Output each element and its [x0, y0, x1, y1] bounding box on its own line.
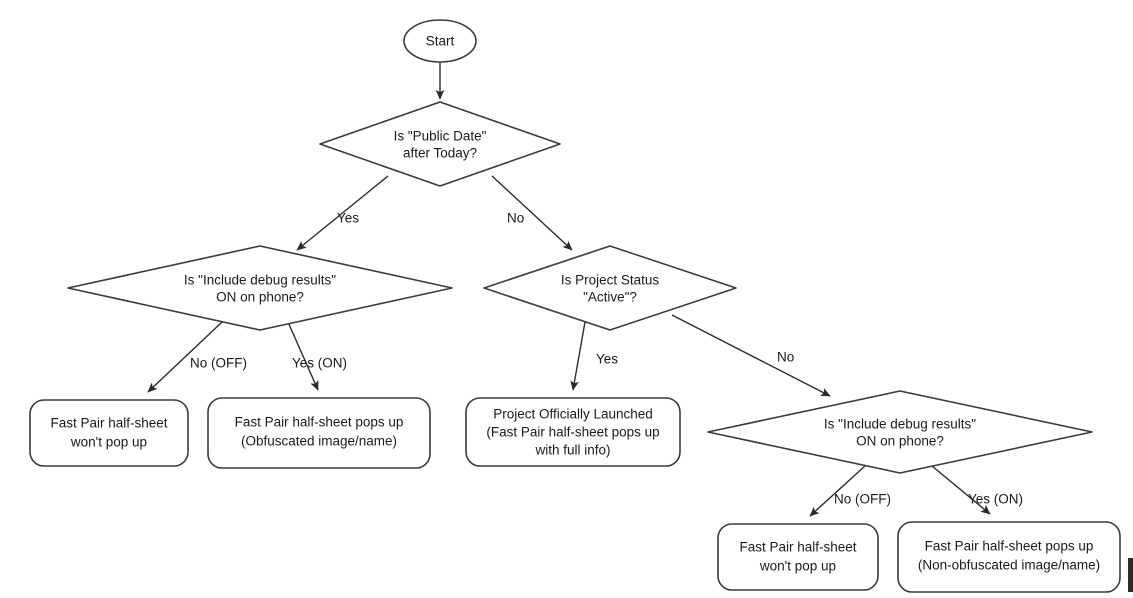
decision-project-status-line1: Is Project Status — [561, 273, 660, 288]
decision-public-date-diamond — [319, 101, 561, 187]
start-label: Start — [426, 34, 455, 49]
outcome-obfuscated-box — [207, 397, 431, 469]
outcome-launched-box — [465, 397, 681, 467]
edge-d3-to-b3 — [570, 321, 586, 391]
decision-debug-right-diamond — [707, 390, 1093, 474]
edge-d4-to-b5 — [931, 465, 991, 515]
outcome-non-obfuscated-line2: (Non-obfuscated image/name) — [918, 558, 1100, 573]
outcome-non-obfuscated-box — [897, 521, 1121, 593]
decision-debug-right-line1: Is "Include debug results" — [824, 417, 976, 432]
node-outcome-no-popup-left[interactable]: Fast Pair half-sheet won't pop up — [29, 399, 189, 467]
node-start[interactable]: Start — [403, 19, 477, 63]
edge-label-d2-to-b1: No (OFF) — [190, 356, 247, 371]
outcome-no-popup-left-line1: Fast Pair half-sheet — [50, 416, 167, 431]
outcome-launched-line3: with full info) — [534, 443, 610, 458]
start-ellipse — [403, 19, 477, 63]
node-decision-public-date[interactable]: Is "Public Date" after Today? — [319, 101, 561, 187]
decision-debug-right-line2: ON on phone? — [856, 434, 944, 449]
edges-layer — [147, 62, 991, 517]
decision-debug-left-line2: ON on phone? — [216, 290, 304, 305]
edge-label-d3-to-b3: Yes — [596, 352, 618, 367]
decision-debug-left-line1: Is "Include debug results" — [184, 273, 336, 288]
node-outcome-no-popup-right[interactable]: Fast Pair half-sheet won't pop up — [717, 523, 879, 591]
edge-d2-to-b2 — [287, 321, 319, 391]
outcome-launched-line2: (Fast Pair half-sheet pops up — [486, 425, 659, 440]
node-decision-debug-right[interactable]: Is "Include debug results" ON on phone? — [707, 390, 1093, 474]
decision-public-date-line1: Is "Public Date" — [394, 129, 487, 144]
node-outcome-launched[interactable]: Project Officially Launched (Fast Pair h… — [465, 397, 681, 467]
edge-label-d1-to-d3: No — [507, 211, 524, 226]
decision-public-date-line2: after Today? — [403, 146, 477, 161]
edge-d2-to-b1 — [147, 321, 223, 393]
outcome-no-popup-left-line2: won't pop up — [70, 435, 147, 450]
edge-label-d2-to-b2: Yes (ON) — [292, 356, 347, 371]
decision-project-status-diamond — [483, 245, 737, 331]
outcome-launched-line1: Project Officially Launched — [493, 407, 653, 422]
edge-label-d1-to-d2: Yes — [337, 211, 359, 226]
node-decision-project-status[interactable]: Is Project Status "Active"? — [483, 245, 737, 331]
edge-label-d4-to-b5: Yes (ON) — [968, 492, 1023, 507]
decision-debug-left-diamond — [67, 245, 453, 331]
edge-d1-to-d3 — [491, 175, 573, 251]
outcome-no-popup-right-line1: Fast Pair half-sheet — [739, 540, 856, 555]
edge-label-d3-to-d4: No — [777, 350, 794, 365]
node-outcome-non-obfuscated[interactable]: Fast Pair half-sheet pops up (Non-obfusc… — [897, 521, 1121, 593]
outcome-obfuscated-line1: Fast Pair half-sheet pops up — [235, 415, 404, 430]
outcome-non-obfuscated-line1: Fast Pair half-sheet pops up — [925, 539, 1094, 554]
edge-labels-layer: Yes No No (OFF) Yes (ON) Yes No No (OFF)… — [190, 211, 1023, 507]
right-edge-marker — [1128, 558, 1133, 592]
decision-project-status-line2: "Active"? — [583, 290, 637, 305]
edge-d4-to-b4 — [809, 465, 866, 517]
edge-d3-to-d4 — [671, 314, 831, 397]
node-decision-debug-left[interactable]: Is "Include debug results" ON on phone? — [67, 245, 453, 331]
node-outcome-obfuscated[interactable]: Fast Pair half-sheet pops up (Obfuscated… — [207, 397, 431, 469]
outcome-no-popup-right-box — [717, 523, 879, 591]
outcome-obfuscated-line2: (Obfuscated image/name) — [241, 434, 397, 449]
edge-label-d4-to-b4: No (OFF) — [834, 492, 891, 507]
outcome-no-popup-right-line2: won't pop up — [759, 559, 836, 574]
edge-d1-to-d2 — [296, 175, 389, 251]
outcome-no-popup-left-box — [29, 399, 189, 467]
